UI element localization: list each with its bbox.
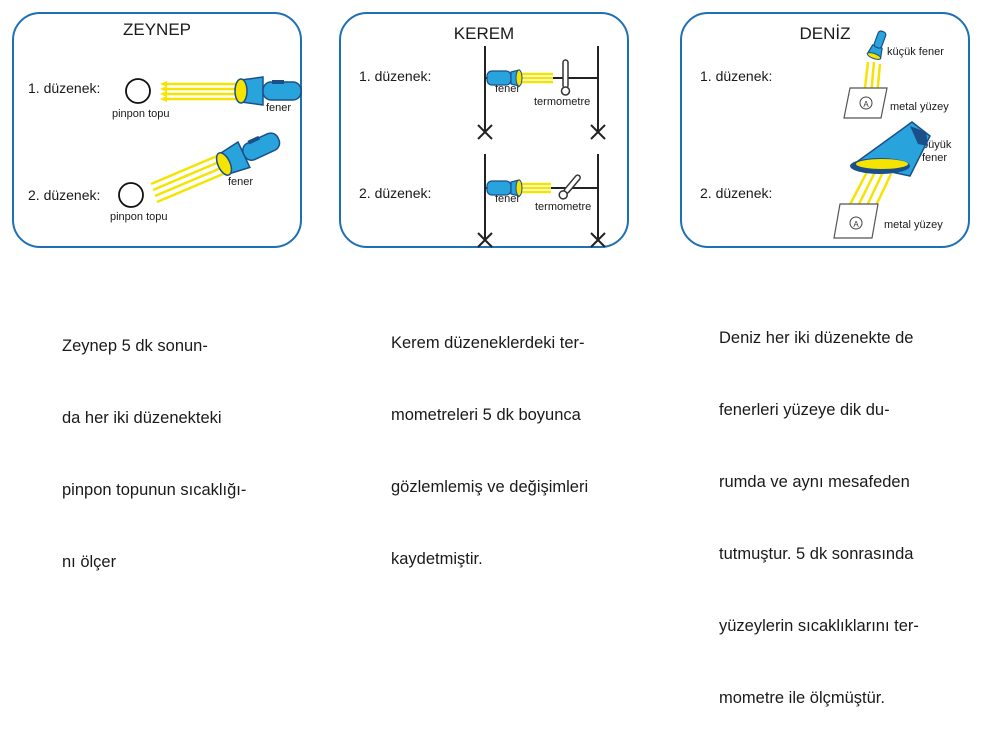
thermometer-1-label: termometre [534,96,591,108]
setup-2-label: 2. düzenek: [359,185,432,201]
description-line: nı ölçer [62,553,117,571]
flashlight-icon [850,121,931,177]
ball-2-label: pinpon topu [110,211,168,223]
setup-1-label: 1. düzenek: [28,80,101,96]
deniz-description: Deniz her iki düzenekte de fenerleri yüz… [719,278,919,734]
thermometer-2-label: termometre [535,201,592,213]
deniz-panel: DENİZ 1. düzenek: 2. düzenek: küçük fene… [680,12,970,248]
lamp-2-label: fener [495,193,521,205]
stand-icon [477,154,606,248]
light-rays-1 [164,82,240,101]
arrowheads-1 [160,81,167,102]
description-line: yüzeylerin sıcaklıklarını ter- [719,617,919,635]
small-lamp-label: küçük fener [887,46,944,58]
stand-icon [477,46,606,140]
description-line: rumda ve aynı mesafeden [719,473,910,491]
flashlight-icon [866,30,887,60]
plate-mark: A [853,220,859,229]
surface-1-label: metal yüzey [890,101,949,113]
light-rays-2 [150,154,224,204]
description-line: Kerem düzeneklerdeki ter- [391,334,585,352]
description-line: Deniz her iki düzenekte de [719,329,914,347]
flashlight-icon [486,69,523,87]
light-rays-1 [519,72,553,84]
description-line: gözlemlemiş ve değişimleri [391,478,589,496]
flashlight-icon [234,76,302,106]
flashlight-icon [215,132,281,176]
deniz-art: A A [833,30,931,239]
setup-2-label: 2. düzenek: [28,187,101,203]
lamp-2-label: fener [228,176,254,188]
ping-pong-ball-icon [125,78,151,104]
setup-1-label: 1. düzenek: [359,68,432,84]
metal-plate-icon: A [843,87,888,119]
lamp-1-label: fener [495,83,521,95]
thermometer-icon [560,59,571,96]
description-line: fenerleri yüzeye dik du- [719,401,890,419]
zeynep-description: Zeynep 5 dk sonun- da her iki düzenektek… [62,286,246,598]
flashlight-icon [486,179,523,197]
lamp-1-label: fener [266,102,292,114]
zeynep-art [118,76,302,208]
kerem-panel: KEREM 1. düzenek: 2. düzenek: fener term… [339,12,629,248]
thermometer-icon [558,174,581,200]
description-line: da her iki düzenekteki [62,409,222,427]
kerem-art [477,46,606,248]
panel-title: DENİZ [799,24,851,43]
ball-1-label: pinpon topu [112,108,170,120]
setup-2-label: 2. düzenek: [700,185,773,201]
panel-title: KEREM [453,24,515,43]
description-line: tutmuştur. 5 dk sonrasında [719,545,914,563]
light-rays-2 [519,182,551,194]
setup-1-label: 1. düzenek: [700,68,773,84]
zeynep-panel: ZEYNEP 1. düzenek: 2. düzenek: pinpon to… [12,12,302,248]
panel-title: ZEYNEP [122,20,192,39]
description-line: kaydetmiştir. [391,550,483,568]
description-line: mometre ile ölçmüştür. [719,689,885,707]
description-line: Zeynep 5 dk sonun- [62,337,208,355]
big-lamp-label: büyük fener [922,139,952,164]
description-line: pinpon topunun sıcaklığı- [62,481,247,499]
kerem-description: Kerem düzeneklerdeki ter- mometreleri 5 … [391,283,588,595]
plate-mark: A [863,100,869,109]
surface-2-label: metal yüzey [884,219,943,231]
description-line: mometreleri 5 dk boyunca [391,406,581,424]
metal-plate-icon: A [833,203,879,239]
ping-pong-ball-icon [118,182,144,208]
